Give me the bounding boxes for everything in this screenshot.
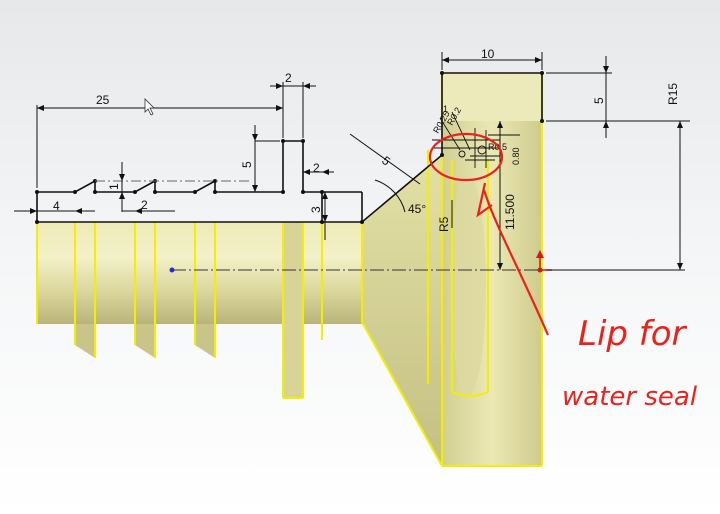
dim-width-2-top: 2 bbox=[285, 71, 292, 85]
dim-angle-45: 45° bbox=[408, 202, 426, 216]
dim-step-1: 1 bbox=[107, 183, 121, 190]
dim-width-4: 4 bbox=[53, 199, 60, 213]
mouse-cursor-icon bbox=[144, 98, 155, 116]
dim-flange-5: 5 bbox=[592, 97, 606, 104]
annotation-text-line1: Lip for bbox=[578, 314, 688, 354]
dim-radius-r5: R5 bbox=[437, 216, 451, 232]
annotation-arrow-line bbox=[482, 189, 550, 336]
dim-lip-1: 1 bbox=[443, 104, 448, 114]
dim-lip-080: 0.80 bbox=[511, 147, 521, 165]
dim-barb-2: 2 bbox=[141, 198, 148, 212]
dimension-labels: 25 2 10 5 R15 5 2 1 4 2 3 5 45° R5 11.50… bbox=[53, 47, 680, 232]
dim-height-11-5: 11.500 bbox=[503, 194, 517, 230]
annotation-text-line2: water seal bbox=[562, 382, 698, 412]
annotation-arrowhead bbox=[476, 182, 493, 218]
dim-height-5-left: 5 bbox=[240, 161, 254, 168]
dim-radius-r15: R15 bbox=[666, 83, 680, 105]
dim-width-2-mid: 2 bbox=[313, 161, 320, 175]
sketch-vertices bbox=[35, 71, 544, 224]
dim-flange-10: 10 bbox=[481, 47, 495, 61]
dim-height-3: 3 bbox=[309, 206, 323, 213]
lip-annotation: Lip for water seal bbox=[428, 132, 698, 412]
highlight-circle bbox=[428, 132, 504, 182]
dim-chamfer-5: 5 bbox=[379, 153, 393, 168]
dimension-arrows bbox=[30, 57, 683, 270]
dim-length-25: 25 bbox=[96, 93, 110, 107]
